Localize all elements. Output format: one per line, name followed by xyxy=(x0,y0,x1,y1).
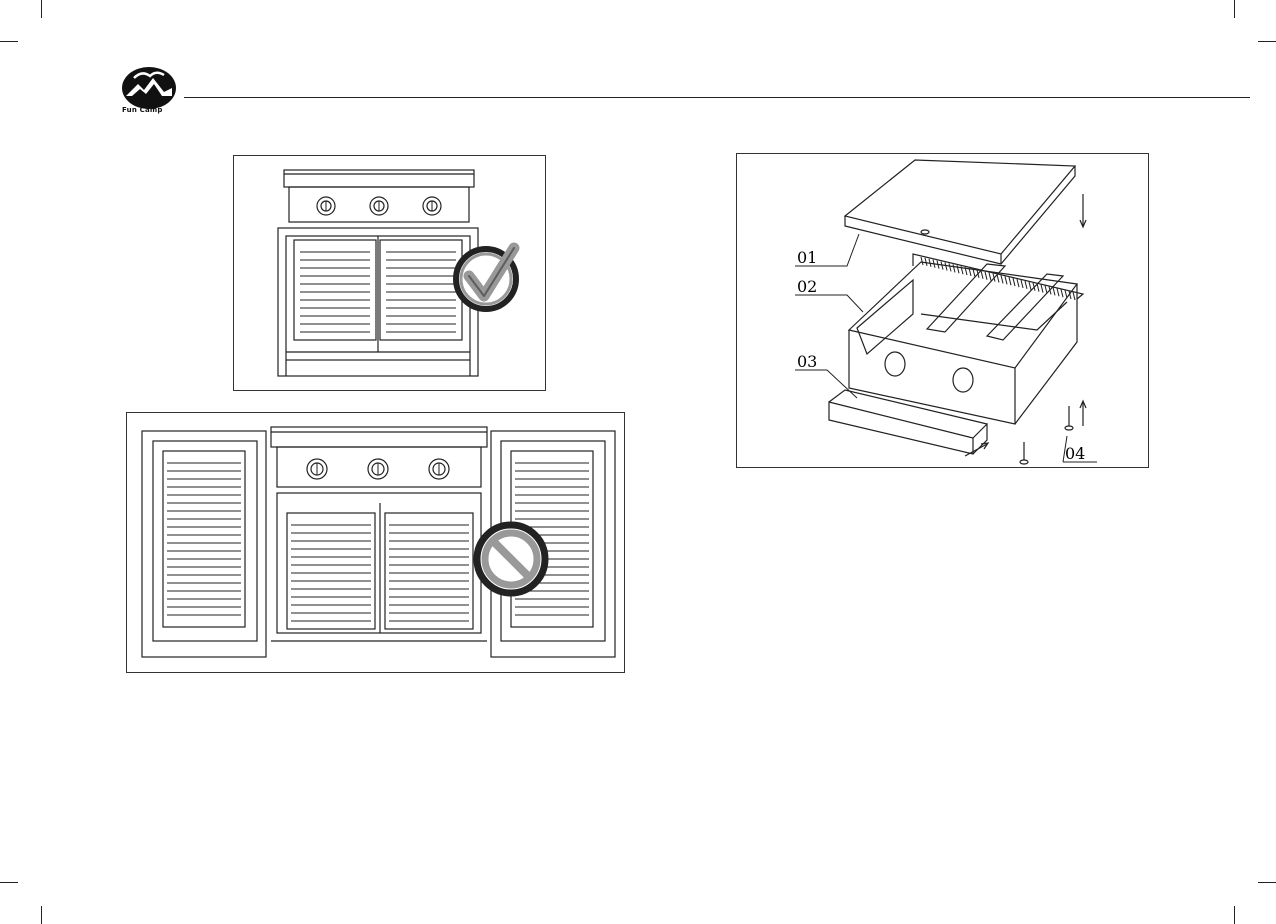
vent-hatch xyxy=(1021,280,1023,288)
vent-hatch xyxy=(925,258,927,266)
vent-hatch xyxy=(1065,290,1067,298)
vent-hatch xyxy=(1017,279,1019,287)
vent-hatch xyxy=(1073,292,1075,300)
vent-hatch xyxy=(1001,275,1003,283)
exploded-view-drawing: 01 02 03 04 xyxy=(737,154,1150,469)
vent-hatch xyxy=(1041,285,1043,293)
vent-hatch xyxy=(985,272,987,280)
crop-mark-bl-v xyxy=(41,906,42,924)
vent-hatch xyxy=(1005,276,1007,284)
vent-hatch xyxy=(989,273,991,281)
figure-incorrect-installation xyxy=(126,412,625,673)
vent-hatch xyxy=(1053,287,1055,295)
part-label-01: 01 xyxy=(797,248,817,267)
vent-hatch xyxy=(997,274,999,282)
header-rule xyxy=(184,97,1250,98)
figure-correct-installation xyxy=(233,155,546,391)
part-label-04: 04 xyxy=(1065,444,1085,463)
vent-hatch xyxy=(953,264,955,272)
crop-mark-tr-h xyxy=(1258,41,1276,42)
crop-mark-tl-v xyxy=(41,0,42,18)
vent-hatch xyxy=(1045,286,1047,294)
vent-hatch xyxy=(1025,281,1027,289)
vent-hatch xyxy=(1057,288,1059,296)
vent-hatch xyxy=(921,257,923,265)
vent-hatch xyxy=(1009,277,1011,285)
part-label-03: 03 xyxy=(797,352,817,371)
crop-mark-tl-h xyxy=(0,41,18,42)
vent-hatch xyxy=(945,263,947,271)
part-label-02: 02 xyxy=(797,277,817,296)
vent-hatch xyxy=(949,263,951,271)
brand-name: Fun Camp xyxy=(122,106,163,114)
vent-hatch xyxy=(1061,289,1063,297)
vent-hatch xyxy=(957,265,959,273)
crop-mark-tr-v xyxy=(1234,0,1235,18)
crop-mark-br-v xyxy=(1234,906,1235,924)
vent-hatch xyxy=(981,271,983,279)
vent-hatch xyxy=(1029,282,1031,290)
incorrect-installation-drawing xyxy=(127,413,626,674)
vent-hatch xyxy=(1037,284,1039,292)
crop-mark-bl-h xyxy=(0,882,18,883)
vent-hatch xyxy=(1013,278,1015,286)
crop-mark-br-h xyxy=(1258,882,1276,883)
correct-installation-drawing xyxy=(234,156,547,392)
figure-exploded-view: 01 02 03 04 xyxy=(736,153,1149,468)
